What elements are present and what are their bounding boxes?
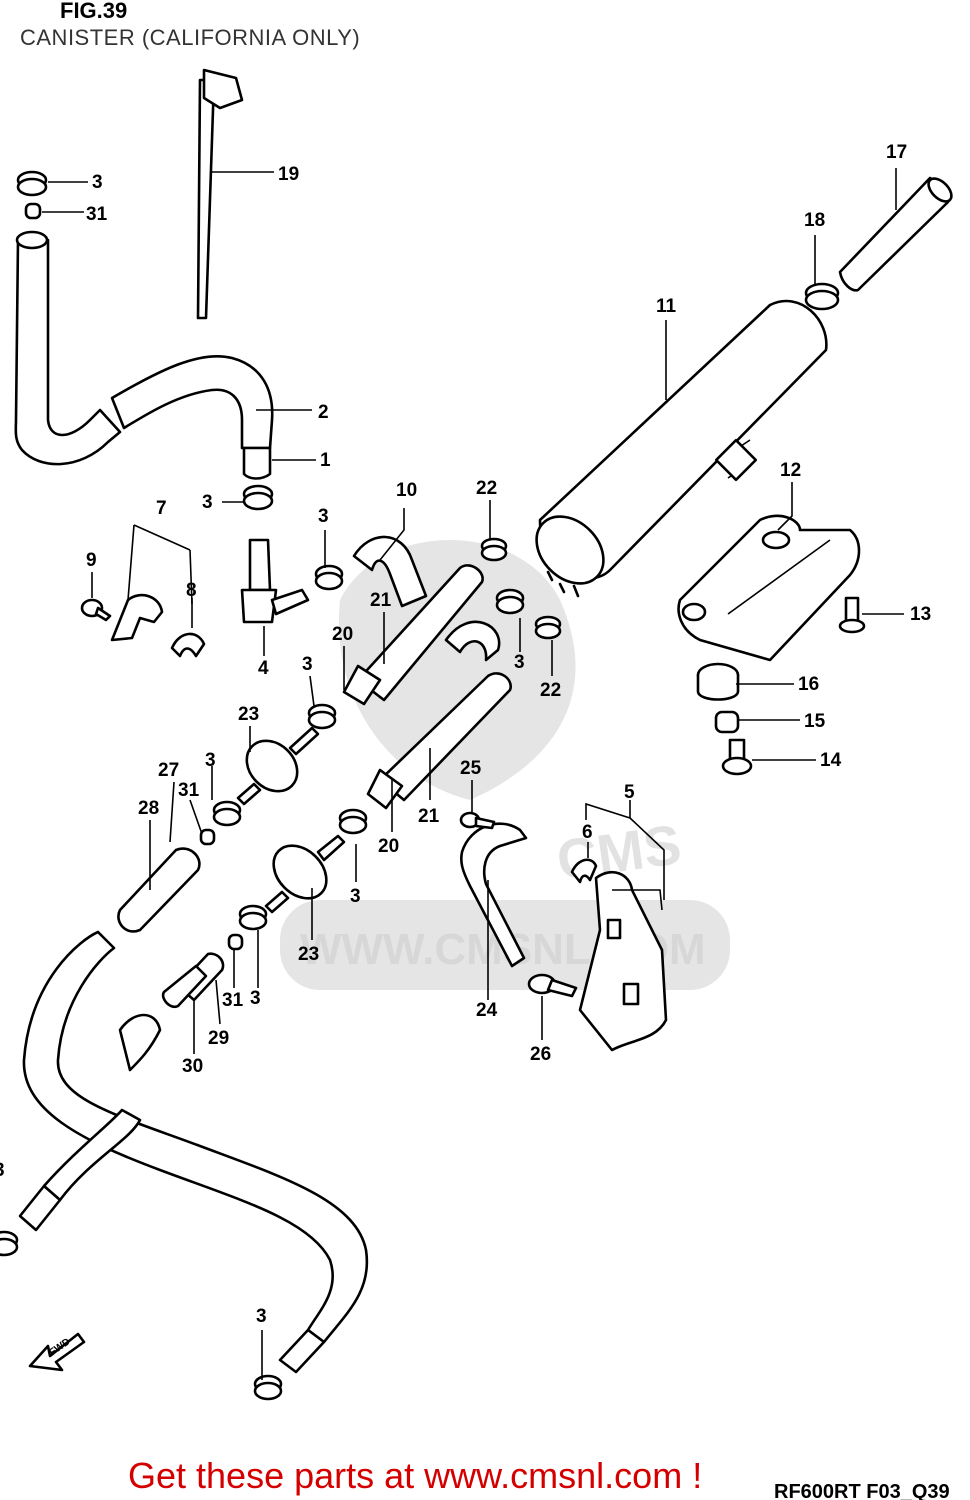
callout-21-lower: 21 — [418, 806, 440, 827]
part-20-sleeve-upper — [342, 664, 382, 706]
callout-26: 26 — [530, 1044, 551, 1065]
part-11-canister — [535, 299, 828, 598]
callout-24: 24 — [476, 1000, 498, 1021]
part-14-bolt — [721, 738, 753, 776]
callout-3-f: 3 — [350, 886, 361, 907]
callout-13: 13 — [910, 604, 931, 625]
callout-3-h: 3 — [256, 1306, 267, 1327]
small-hose-bend — [444, 620, 501, 662]
clamp-3-b — [314, 564, 344, 591]
clamp-3-a — [242, 484, 274, 511]
part-18-clamp — [804, 282, 840, 311]
callout-2: 2 — [318, 402, 329, 423]
callout-27: 27 — [158, 760, 179, 781]
callout-3-c: 3 — [514, 652, 525, 673]
callout-22-a: 22 — [476, 478, 497, 499]
callout-12: 12 — [780, 460, 801, 481]
part-25-bolt — [459, 811, 496, 830]
callout-21-upper: 21 — [370, 590, 392, 611]
part-2-vent-hose — [14, 230, 274, 480]
part-12-bracket — [677, 514, 861, 662]
clamp-3-h — [253, 1374, 283, 1401]
callout-29: 29 — [208, 1028, 229, 1049]
plug-31-top — [24, 202, 42, 220]
part-19-rod — [196, 68, 244, 320]
clamp-22-a — [480, 537, 508, 562]
callout-3-b: 3 — [318, 506, 329, 527]
callout-25: 25 — [460, 758, 482, 779]
part-17-tube — [838, 176, 953, 292]
part-21-hose-lower — [378, 672, 512, 802]
plug-31-mid — [199, 828, 216, 846]
callout-11: 11 — [656, 296, 677, 317]
part-23-valve-upper — [236, 726, 320, 806]
callout-10: 10 — [396, 480, 417, 501]
callout-3-top: 3 — [92, 172, 103, 193]
callout-30: 30 — [182, 1056, 203, 1077]
callout-9: 9 — [86, 550, 97, 571]
callout-31-mid: 31 — [178, 780, 200, 801]
clamp-22-b — [534, 615, 562, 640]
part-4-fitting — [240, 538, 310, 624]
callout-3-a: 3 — [202, 492, 213, 513]
lower-main-hose — [18, 930, 369, 1374]
part-9-bolt — [80, 598, 112, 622]
part-30-fitting — [161, 964, 208, 1009]
promo-text: Get these parts at www.cmsnl.com ! — [128, 1455, 702, 1496]
part-10-hose — [352, 535, 428, 608]
callout-20-upper: 20 — [332, 624, 353, 645]
part-28-filter — [117, 847, 201, 933]
callout-5: 5 — [624, 782, 635, 803]
callout-22-b: 22 — [540, 680, 561, 701]
callout-3-i: 3 — [0, 1160, 5, 1181]
part-5-bracket — [578, 871, 668, 1052]
part-6-clip — [570, 858, 598, 884]
callout-3-g: 3 — [250, 988, 261, 1009]
part-21-hose-upper — [356, 564, 484, 702]
figure-number: FIG.39 — [60, 0, 127, 23]
callout-6: 6 — [582, 822, 593, 843]
part-15-collar — [714, 710, 740, 734]
callout-labels: 3 31 19 2 1 17 18 11 3 7 9 8 4 10 3 22 2… — [0, 142, 931, 1327]
callout-16: 16 — [798, 674, 819, 695]
part-16-grommet — [696, 662, 740, 701]
part-26-bolt — [527, 973, 578, 998]
part-7-bracket — [110, 593, 164, 642]
callout-7: 7 — [156, 498, 167, 519]
forward-direction-marker: FWD — [28, 1332, 86, 1372]
clamp-3-e — [212, 800, 242, 827]
part-13-bolt — [838, 596, 866, 634]
figure-subtitle: CANISTER (CALIFORNIA ONLY) — [20, 25, 360, 50]
part-20-sleeve-lower — [366, 768, 404, 810]
callout-20-lower: 20 — [378, 836, 399, 857]
clamp-3-c — [495, 588, 525, 615]
clamp-3-i — [0, 1230, 19, 1257]
leader-lines — [42, 168, 904, 1380]
callout-19: 19 — [278, 164, 299, 185]
callout-23-upper: 23 — [238, 704, 259, 725]
plug-31-low — [227, 933, 244, 951]
drawing-code: RF600RT F03_Q39 — [774, 1481, 950, 1500]
callout-3-d: 3 — [302, 654, 313, 675]
callout-18: 18 — [804, 210, 825, 231]
callout-23-lower: 23 — [298, 944, 319, 965]
clamp-3-d — [307, 703, 337, 730]
part-8-clip — [170, 632, 206, 658]
callout-31-low: 31 — [222, 990, 244, 1011]
clamp-3-g — [238, 904, 268, 931]
clamp-3-f — [338, 808, 368, 835]
callout-4: 4 — [258, 658, 269, 679]
callout-17: 17 — [886, 142, 907, 163]
callout-28: 28 — [138, 798, 159, 819]
callout-8: 8 — [186, 580, 197, 601]
callout-1: 1 — [320, 450, 331, 471]
callout-3-e: 3 — [205, 750, 216, 771]
callout-14: 14 — [820, 750, 842, 771]
part-23-valve-lower — [264, 834, 346, 914]
callout-31-top: 31 — [86, 204, 108, 225]
callout-15: 15 — [804, 711, 826, 732]
clamp-3-top — [16, 170, 48, 197]
